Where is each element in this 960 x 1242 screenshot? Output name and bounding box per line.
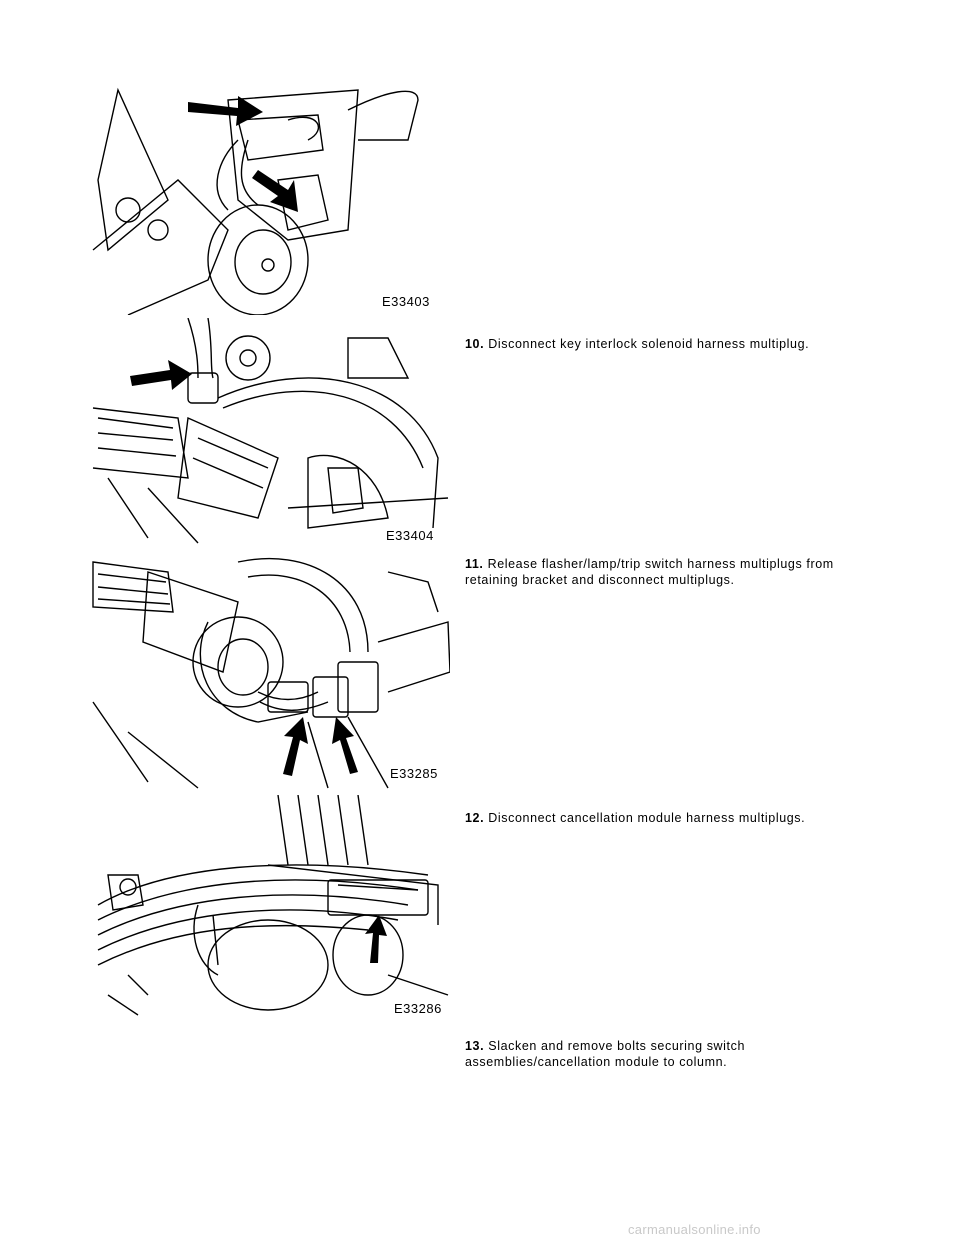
- figure-e33286: E33286: [88, 795, 450, 1023]
- figure-id: E33403: [380, 294, 432, 309]
- figure-e33404: E33404: [88, 318, 450, 546]
- step-text: Release flasher/lamp/trip switch harness…: [465, 557, 834, 587]
- step-text: Slacken and remove bolts securing switch…: [465, 1039, 746, 1069]
- flasher-switch-multiplug-illustration: [92, 557, 450, 789]
- step-13: 13. Slacken and remove bolts securing sw…: [465, 1038, 775, 1070]
- figure-id: E33286: [392, 1001, 444, 1016]
- interlock-solenoid-illustration: [92, 318, 449, 544]
- figure-e33285: E33285: [88, 552, 450, 790]
- steering-switch-illustration: [92, 87, 419, 315]
- watermark: carmanualsonline.info: [628, 1222, 761, 1237]
- step-text: Disconnect cancellation module harness m…: [488, 811, 806, 825]
- figure-e33403: E33403: [88, 80, 450, 315]
- step-10: 10. Disconnect key interlock solenoid ha…: [465, 336, 865, 352]
- step-number: 13.: [465, 1039, 485, 1053]
- step-number: 11.: [465, 557, 484, 571]
- step-text: Disconnect key interlock solenoid harnes…: [488, 337, 810, 351]
- step-number: 10.: [465, 337, 485, 351]
- cancellation-module-illustration: [97, 795, 449, 1016]
- figure-id: E33285: [388, 766, 440, 781]
- figure-id: E33404: [384, 528, 436, 543]
- step-11: 11. Release flasher/lamp/trip switch har…: [465, 556, 845, 588]
- step-12: 12. Disconnect cancellation module harne…: [465, 810, 865, 826]
- step-number: 12.: [465, 811, 485, 825]
